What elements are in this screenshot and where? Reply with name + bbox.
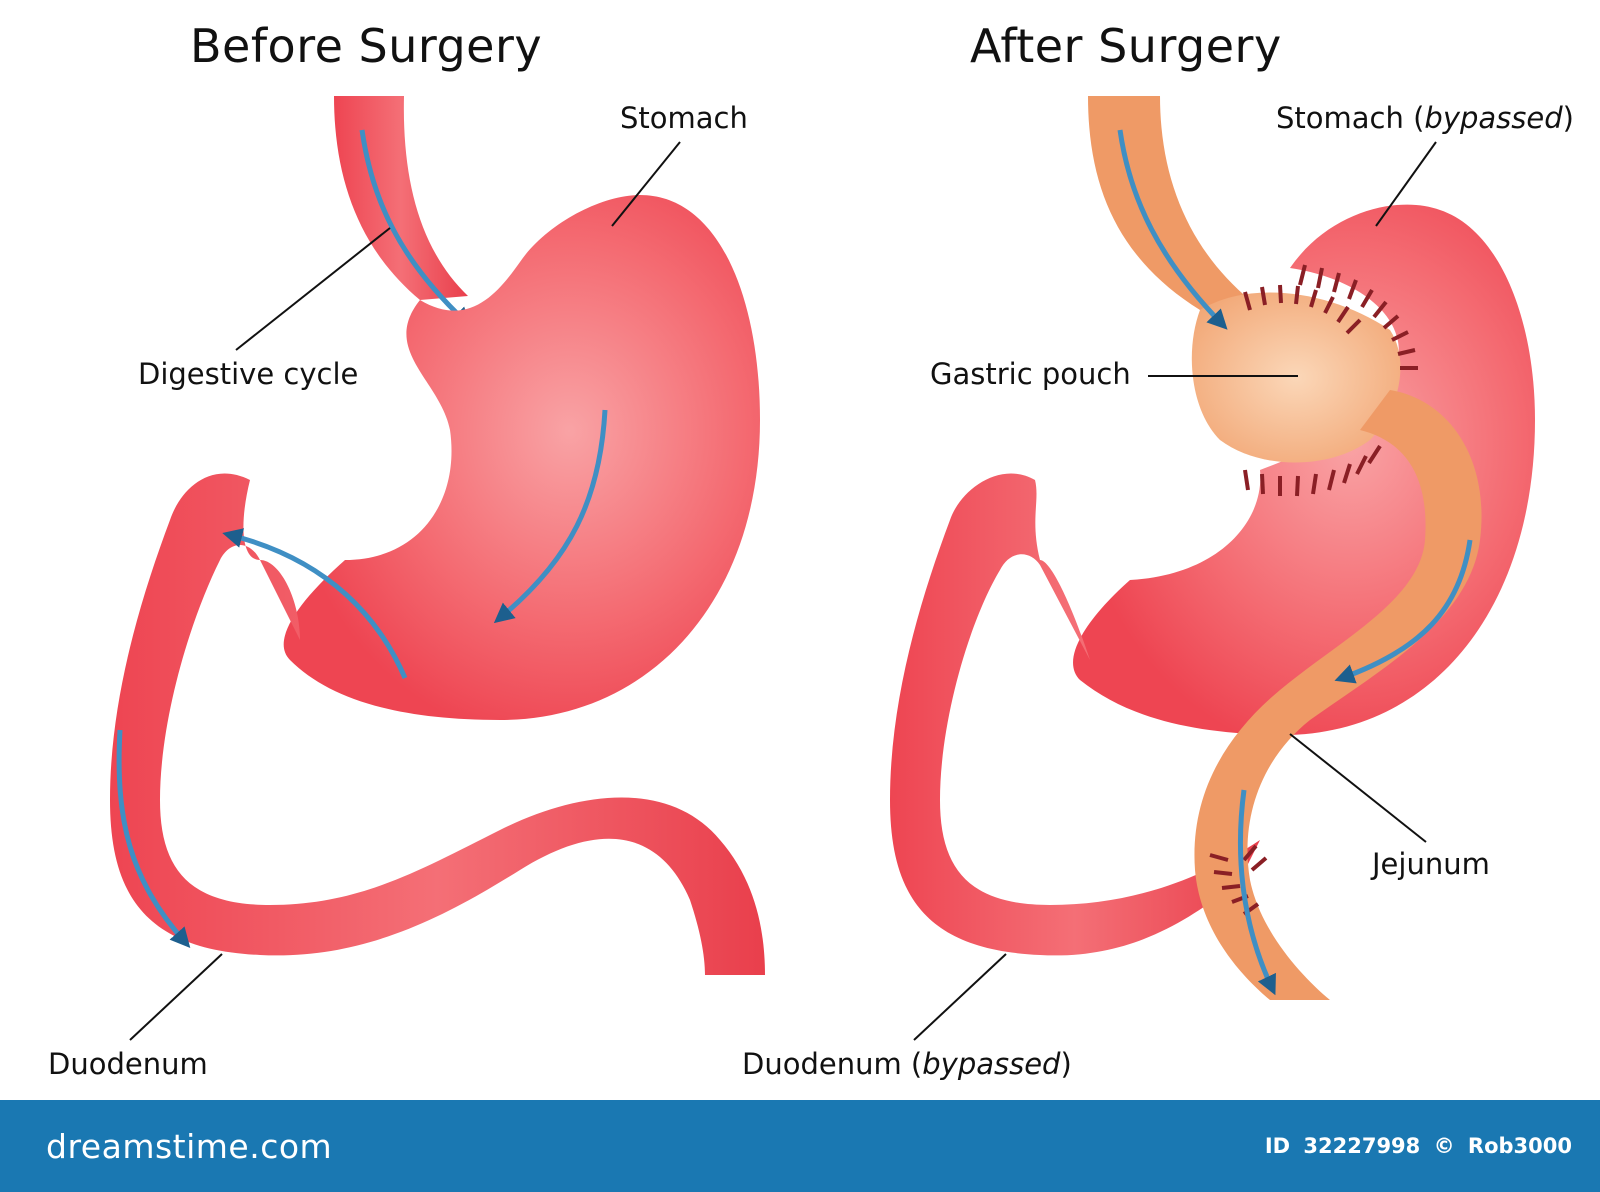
- before-esophagus: [334, 96, 468, 300]
- before-stomach-arrow-icon: [493, 409, 608, 624]
- before-stomach-label: Stomach: [620, 101, 748, 135]
- after-duodenum-leader: [913, 953, 1007, 1041]
- before-duodenum-label: Duodenum: [48, 1047, 208, 1081]
- before-duodenum-leader: [129, 953, 223, 1041]
- before-panel: Before Surgery Stomach Digestive cycle D…: [48, 19, 765, 1081]
- after-duodenum: [890, 473, 1260, 956]
- footer-id-number: 32227998: [1303, 1134, 1421, 1158]
- footer-id-label: ID: [1264, 1134, 1291, 1158]
- after-esophagus-arrow-icon: [1117, 129, 1228, 330]
- after-jejunum-label: Jejunum: [1370, 847, 1490, 881]
- bypass-diagram: Before Surgery Stomach Digestive cycle D…: [48, 19, 1574, 1081]
- footer-brand-logo[interactable]: dreamstime.com: [46, 1126, 333, 1166]
- before-esophagus-arrow-icon: [359, 129, 472, 328]
- after-staple-line-upper: [1298, 264, 1418, 370]
- after-jejunum-lower-arrow-icon: [1237, 789, 1276, 996]
- after-staple-line-pouch: [1243, 284, 1362, 335]
- footer-bar: dreamstime.com ID 32227998 © Rob3000: [0, 1100, 1600, 1192]
- before-duodenum-lower-arrow-icon: [116, 729, 191, 948]
- after-duodenum-label: Duodenum (bypassed): [742, 1047, 1072, 1081]
- footer-copyright-icon: ©: [1433, 1134, 1455, 1158]
- after-staple-line-lower: [1243, 444, 1382, 497]
- before-digestive-label: Digestive cycle: [138, 357, 358, 391]
- footer-credits: ID 32227998 © Rob3000: [1259, 1134, 1572, 1158]
- before-duodenum: [110, 473, 765, 975]
- before-digestive-leader: [235, 227, 391, 351]
- after-stomach-leader: [1375, 141, 1437, 227]
- after-gastric-pouch-label: Gastric pouch: [930, 357, 1131, 391]
- after-panel: After Surgery: [742, 19, 1574, 1081]
- before-stomach-leader: [611, 141, 681, 227]
- footer-author[interactable]: Rob3000: [1467, 1134, 1572, 1158]
- before-title: Before Surgery: [190, 19, 542, 73]
- after-gastric-pouch: [1191, 292, 1401, 463]
- after-jejunum-leader: [1289, 733, 1427, 843]
- after-jejunum-upper-arrow-icon: [1334, 539, 1473, 684]
- after-stomach-label: Stomach (bypassed): [1276, 101, 1574, 135]
- before-duodenum-upper-arrow-icon: [222, 528, 408, 679]
- after-esophagus: [1088, 96, 1250, 310]
- after-title: After Surgery: [970, 19, 1282, 73]
- after-jejunum: [1194, 390, 1482, 1000]
- before-stomach: [283, 195, 760, 720]
